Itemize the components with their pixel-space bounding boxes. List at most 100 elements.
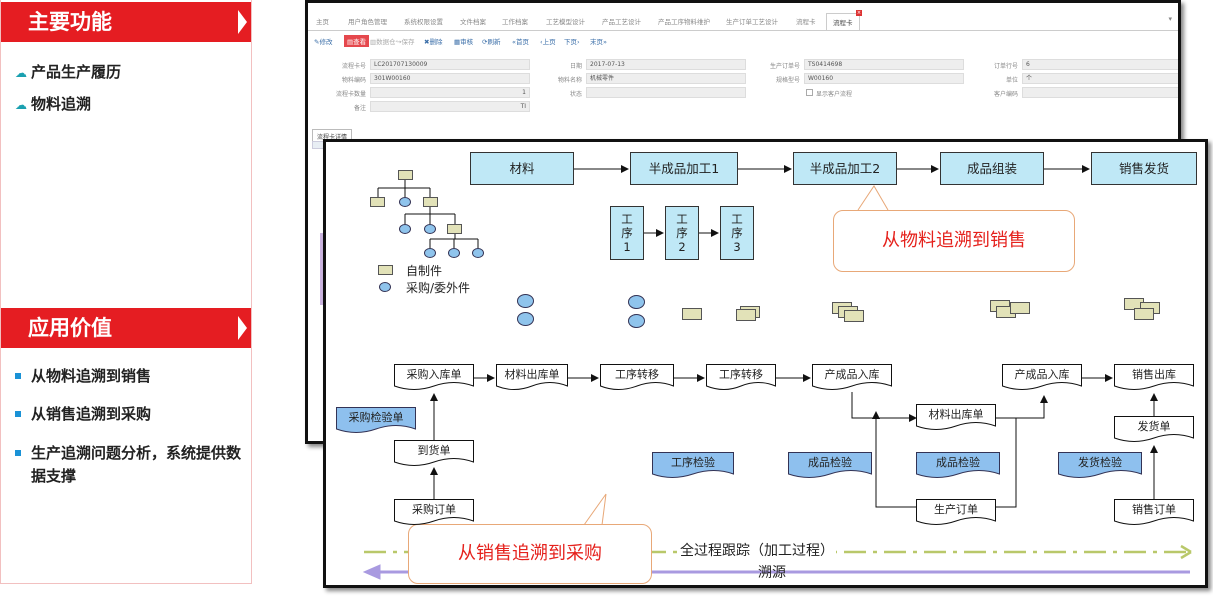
doc-process-transfer: 工序转移 xyxy=(706,364,776,390)
customer-label: 客户编码 xyxy=(993,91,1018,98)
unit-label: 单位 xyxy=(1005,77,1018,84)
chevron-right-icon xyxy=(238,10,247,34)
flow-sales-delivery: 销售发货 xyxy=(1091,152,1197,185)
insp-product-1: 成品检验 xyxy=(788,452,872,478)
data-button[interactable]: ▥数据仓 xyxy=(370,38,396,46)
doc-purchase-in: 采购入库单 xyxy=(394,364,474,390)
part-oval xyxy=(517,312,534,326)
order-line-label: 订单行号 xyxy=(993,63,1018,70)
order-line-field[interactable]: 6 xyxy=(1022,59,1178,70)
doc-material-out-2: 材料出库单 xyxy=(916,404,996,430)
flow-assembly: 成品组装 xyxy=(940,152,1044,185)
feature-item: ☁ 物料追溯 xyxy=(15,94,91,115)
status-field[interactable] xyxy=(586,87,746,98)
chevron-down-icon[interactable]: ▾ xyxy=(1168,15,1172,23)
bom-node-oval xyxy=(399,224,411,234)
tab-bar: 主页 用户角色管理 系统权限设置 文件档案 工作档案 工艺模型设计 产品工艺设计… xyxy=(308,10,1178,31)
insp-product-2: 成品检验 xyxy=(916,452,1000,478)
tab-files[interactable]: 文件档案 xyxy=(460,18,486,26)
doc-product-in-2: 产成品入库 xyxy=(1002,364,1082,390)
tab-permissions[interactable]: 系统权限设置 xyxy=(404,18,443,26)
spec-field[interactable]: W00160 xyxy=(804,73,964,84)
cloud-icon: ☁ xyxy=(15,66,27,80)
mat-code-label: 物料编码 xyxy=(341,77,366,84)
left-panel: 主要功能 ☁产品生产履历 ☁ 物料追溯 应用价值 从物料追溯到销售 从销售追溯到采… xyxy=(0,0,252,584)
prev-page-button[interactable]: ‹上页 xyxy=(540,38,556,46)
customer-field[interactable] xyxy=(1022,87,1178,98)
value-item: 生产追溯问题分析，系统提供数据支撑 xyxy=(15,442,247,488)
doc-product-in: 产成品入库 xyxy=(812,364,892,390)
part-rect xyxy=(736,309,756,321)
last-page-button[interactable]: 末页» xyxy=(590,38,607,46)
doc-material-out: 材料出库单 xyxy=(496,364,568,390)
bom-node-rect xyxy=(423,197,438,207)
legend-self-made-swatch xyxy=(378,265,393,275)
save-button[interactable]: ↪保存 xyxy=(396,38,415,46)
card-no-field[interactable]: LC201707130009 xyxy=(370,59,530,70)
legend-purchased-swatch xyxy=(379,282,391,292)
tab-product-process[interactable]: 产品工艺设计 xyxy=(602,18,641,26)
next-page-button[interactable]: 下页› xyxy=(564,38,580,46)
tab-flow-card-active[interactable]: 流程卡 xyxy=(826,13,860,30)
callout-sales-to-purchase: 从销售追溯到采购 xyxy=(408,524,652,584)
value-item: 从销售追溯到采购 xyxy=(15,403,247,426)
feature-item: ☁产品生产履历 xyxy=(15,62,121,83)
part-rect xyxy=(682,308,702,320)
part-rect xyxy=(1134,308,1154,320)
tracking-checkbox[interactable] xyxy=(806,89,813,96)
tab-process-material[interactable]: 产品工序物料维护 xyxy=(658,18,710,26)
date-label: 日期 xyxy=(569,63,582,70)
legend-self-made: 自制件 xyxy=(406,264,443,278)
full-trace-label: 全过程跟踪（加工过程） xyxy=(678,540,836,560)
view-button[interactable]: ▤查看 xyxy=(344,35,370,47)
order-no-field[interactable]: TS0414698 xyxy=(804,59,964,70)
chevron-right-icon xyxy=(238,316,247,340)
tab-home[interactable]: 主页 xyxy=(316,18,329,26)
edit-button[interactable]: ✎修改 xyxy=(314,38,333,46)
delete-button[interactable]: ✖删除 xyxy=(424,38,443,46)
tab-flow-card-1[interactable]: 流程卡 xyxy=(796,18,816,26)
value-label: 从销售追溯到采购 xyxy=(31,405,152,423)
features-title: 主要功能 xyxy=(28,10,112,34)
value-title: 应用价值 xyxy=(28,316,112,340)
bom-node-oval xyxy=(399,197,411,207)
tab-order-process[interactable]: 生产订单工艺设计 xyxy=(726,18,778,26)
part-oval xyxy=(517,294,534,308)
cloud-icon: ☁ xyxy=(15,98,27,112)
part-oval xyxy=(628,295,645,309)
part-oval xyxy=(628,314,645,328)
tab-user-roles[interactable]: 用户角色管理 xyxy=(348,18,387,26)
qty-field[interactable]: 1 xyxy=(370,87,530,98)
mat-code-field[interactable]: 301W00160 xyxy=(370,73,530,84)
tab-process-model[interactable]: 工艺模型设计 xyxy=(546,18,585,26)
features-header: 主要功能 xyxy=(1,2,251,42)
date-field[interactable]: 2017-07-13 xyxy=(586,59,746,70)
first-page-button[interactable]: «首页 xyxy=(512,38,529,46)
unit-field[interactable]: 个 xyxy=(1022,73,1178,84)
doc-production-order: 生产订单 xyxy=(916,499,996,525)
callout-material-to-sales: 从物料追溯到销售 xyxy=(833,210,1075,272)
value-item: 从物料追溯到销售 xyxy=(15,365,247,388)
bullet-icon xyxy=(15,373,21,379)
refresh-button[interactable]: ⟳刷新 xyxy=(482,38,501,46)
note-field[interactable]: TI xyxy=(370,101,530,112)
flow-material: 材料 xyxy=(470,152,574,185)
feature-label: 物料追溯 xyxy=(31,95,92,113)
doc-arrival: 到货单 xyxy=(394,440,474,466)
part-rect xyxy=(1010,302,1030,314)
value-header: 应用价值 xyxy=(1,308,251,348)
doc-process-transfer: 工序转移 xyxy=(600,364,674,390)
tab-work-files[interactable]: 工作档案 xyxy=(502,18,528,26)
close-icon[interactable]: × xyxy=(856,10,862,16)
mat-name-label: 物料名称 xyxy=(557,77,582,84)
insp-process: 工序检验 xyxy=(652,452,734,478)
tracking-label: 显示客户流程 xyxy=(816,91,853,98)
approve-button[interactable]: ▦审核 xyxy=(454,38,474,46)
mat-name-field[interactable]: 机械零件 xyxy=(586,73,746,84)
bom-node-oval xyxy=(424,224,436,234)
part-rect xyxy=(844,310,864,322)
